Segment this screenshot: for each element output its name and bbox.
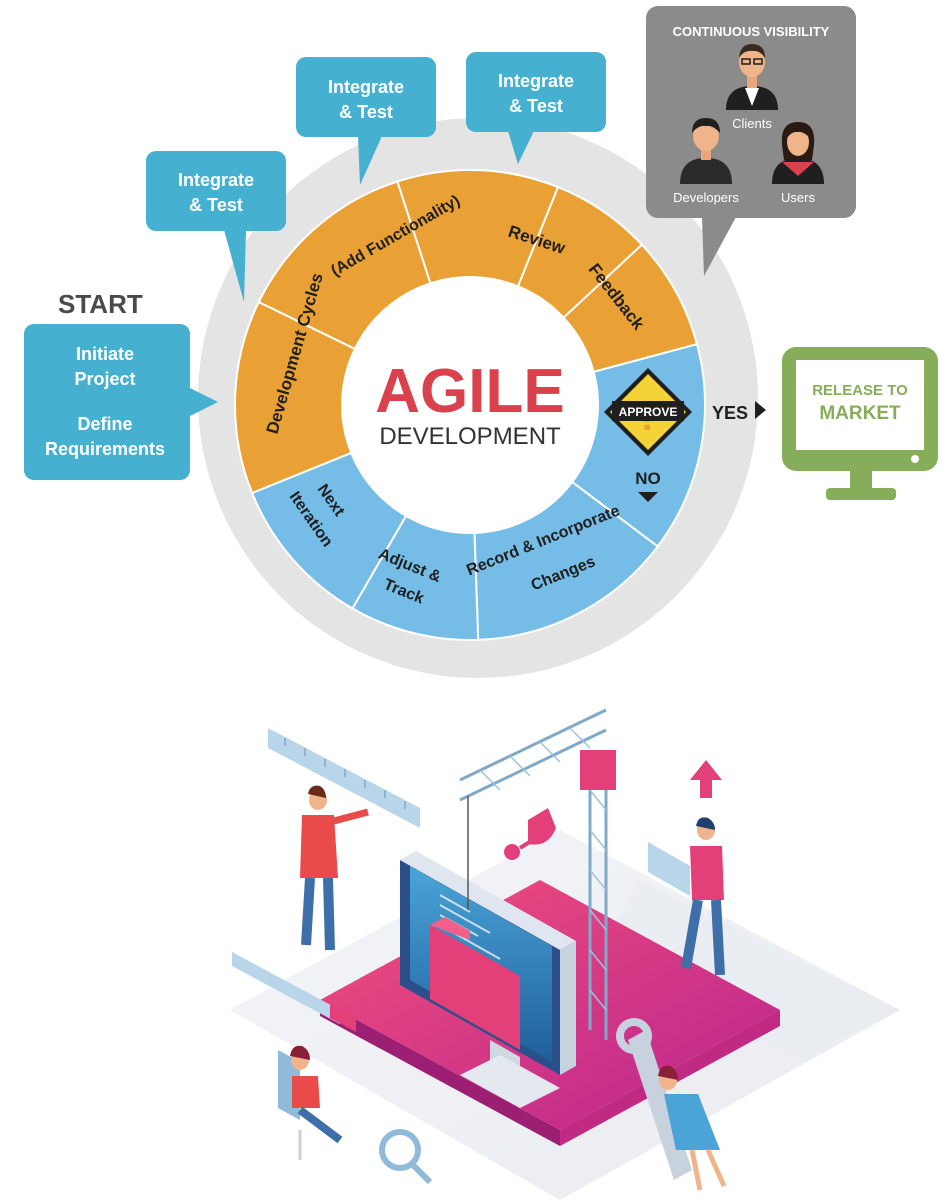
yes-label: YES	[712, 403, 748, 423]
start-box	[24, 324, 218, 480]
release-label-line1: RELEASE TO	[812, 382, 908, 399]
users-label: Users	[781, 190, 815, 205]
start-line2: Project	[74, 369, 135, 389]
start-line1: Initiate	[76, 344, 134, 364]
integrate-bubble-right	[466, 52, 606, 164]
developer-avatar-icon	[680, 118, 732, 184]
clients-label: Clients	[732, 116, 772, 131]
client-avatar-icon	[726, 44, 778, 110]
approve-sign-icon: ? APPROVE	[604, 368, 692, 456]
yes-arrow-icon	[755, 401, 766, 419]
integrate-right-line1: Integrate	[498, 71, 574, 91]
agile-title: AGILE	[375, 357, 564, 426]
release-monitor-icon	[782, 347, 938, 500]
start-title: START	[58, 289, 143, 319]
release-label-line2: MARKET	[819, 403, 901, 424]
development-subtitle: DEVELOPMENT	[379, 423, 561, 450]
integrate-bubble-left	[146, 151, 286, 302]
integrate-middle-line2: & Test	[339, 102, 393, 122]
integrate-right-line2: & Test	[509, 96, 563, 116]
isometric-illustration-icon	[230, 708, 900, 1200]
integrate-left-line1: Integrate	[178, 170, 254, 190]
start-line4: Requirements	[45, 439, 165, 459]
integrate-left-line2: & Test	[189, 195, 243, 215]
start-line3: Define	[77, 414, 132, 434]
no-arrow-icon	[638, 492, 658, 502]
no-label: NO	[635, 469, 661, 488]
segment-group	[234, 169, 706, 641]
visibility-title: CONTINUOUS VISIBILITY	[673, 24, 830, 39]
inner-circle	[342, 277, 598, 533]
user-avatar-icon	[772, 122, 824, 184]
integrate-middle-line1: Integrate	[328, 77, 404, 97]
developers-label: Developers	[673, 190, 739, 205]
integrate-bubble-middle	[296, 57, 436, 185]
approve-label: APPROVE	[619, 405, 678, 419]
